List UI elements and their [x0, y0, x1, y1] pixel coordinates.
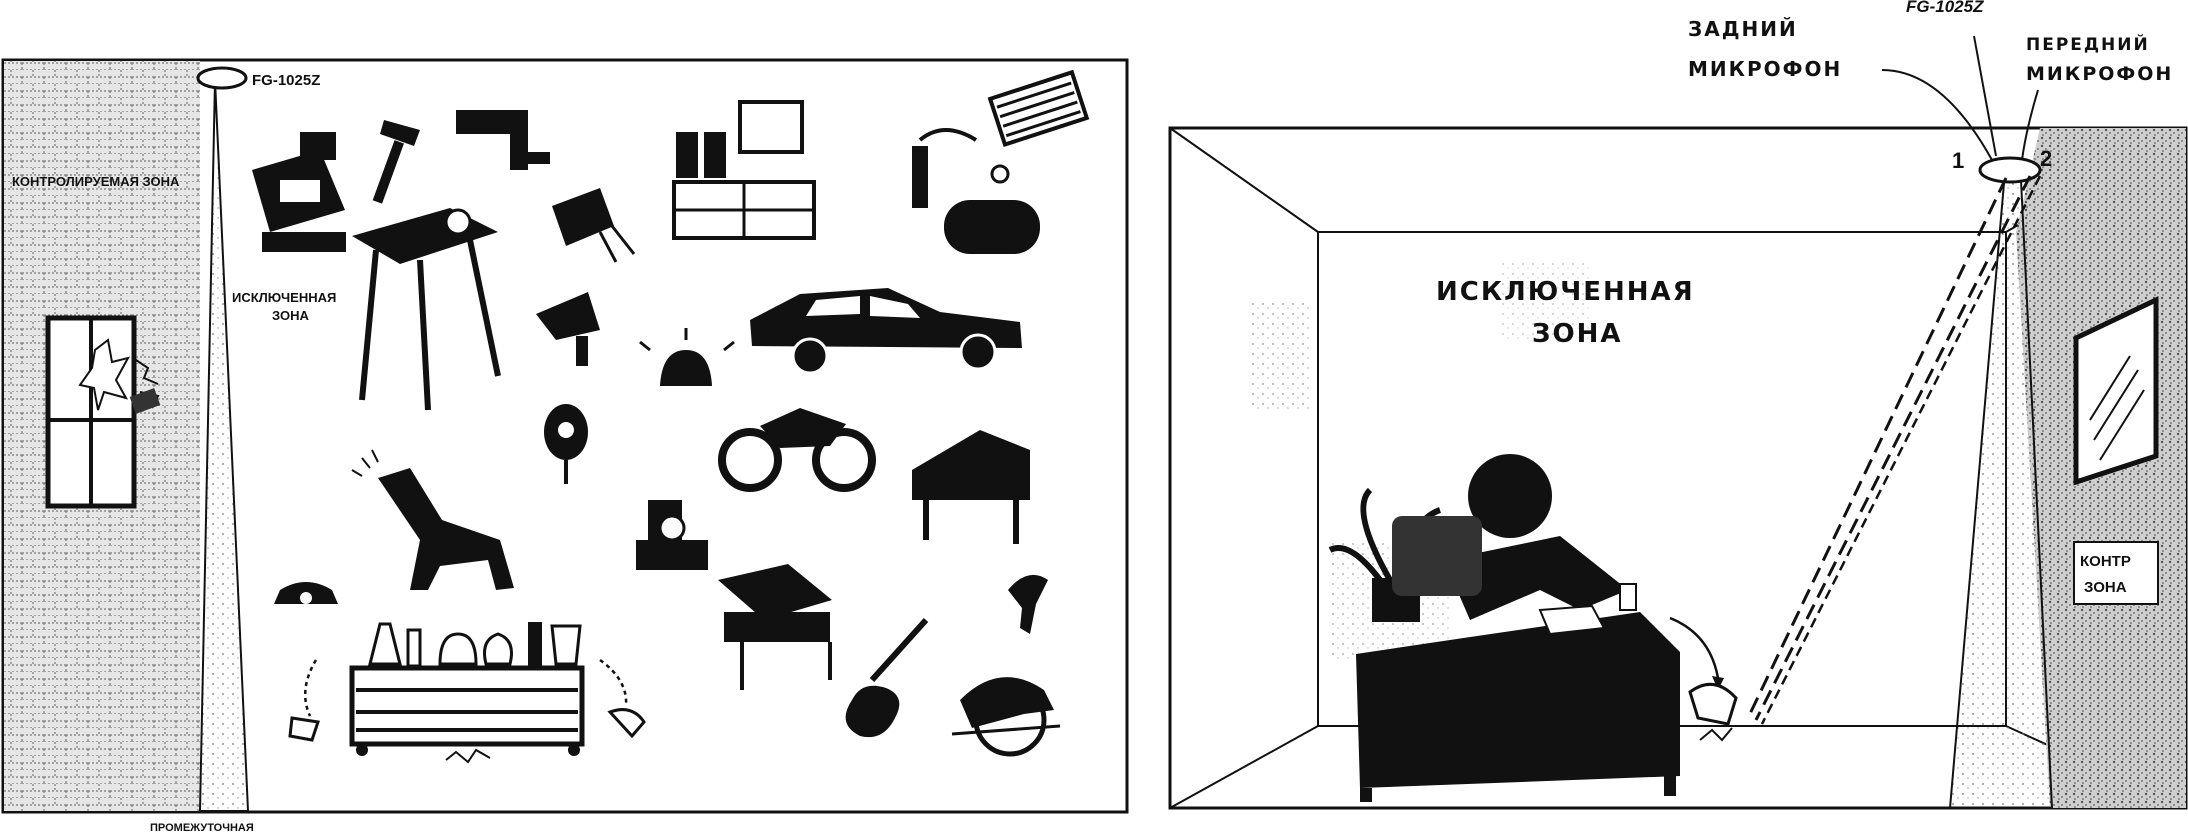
left-transition-cone — [198, 79, 250, 812]
left-excluded-zone-label-1: ИСКЛЮЧЕННАЯ — [232, 290, 336, 305]
air-compressor-icon — [912, 128, 1040, 254]
sensing-beam-front-1 — [1754, 175, 2032, 721]
left-panel: FG-1025Z КОНТРОЛИРУЕМАЯ ЗОНА ИСКЛЮЧЕННАЯ… — [1, 58, 1129, 834]
person-head-icon — [1468, 454, 1552, 538]
coffee-machine-icon — [636, 500, 708, 570]
right-controlled-zone-sign — [2073, 541, 2159, 605]
car-icon — [750, 288, 1022, 375]
side-window-icon — [2073, 296, 2159, 486]
left-controlled-zone-label: КОНТРОЛИРУЕМАЯ ЗОНА — [12, 174, 180, 189]
right-controlled-zone-label-2: ЗОНА — [2084, 579, 2127, 596]
left-sensor-label: FG-1025Z — [252, 72, 320, 89]
right-sensor-label: FG-1025Z — [1906, 0, 1984, 16]
sensing-beam-rear — [1746, 177, 2008, 719]
bird-icon — [1008, 574, 1048, 634]
person-at-desk-icon — [1356, 454, 1680, 802]
grand-piano-icon — [912, 430, 1030, 544]
wall-clock-icon — [544, 404, 588, 484]
electric-guitar-icon — [845, 617, 929, 738]
sensing-beam-front-2 — [1760, 175, 2042, 725]
right-excluded-zone-label-2: ЗОНА — [1532, 319, 1622, 349]
front-mic-label-2: МИКРОФОН — [2026, 63, 2173, 85]
rear-mic-label-1: ЗАДНИЙ — [1688, 17, 1798, 41]
hammer-icon — [372, 120, 420, 204]
front-mic-label-1: ПЕРЕДНИЙ — [2026, 33, 2150, 55]
mic-1-number: 1 — [1952, 148, 1964, 173]
right-controlled-zone-label-1: КОНТР — [2080, 553, 2131, 570]
drill-icon — [456, 110, 550, 170]
stereo-cabinet-icon — [672, 100, 816, 240]
falling-glass-icon — [1669, 616, 1738, 742]
table-saw-icon — [352, 208, 501, 411]
printer-icon — [718, 564, 832, 690]
hair-dryer-icon — [536, 292, 600, 366]
left-transition-zone-label: ПРОМЕЖУТОЧНАЯ — [150, 822, 254, 834]
vent-grille-icon — [987, 69, 1090, 148]
right-excluded-zone-label-1: ИСКЛЮЧЕННАЯ — [1436, 277, 1695, 307]
howling-wolf-icon — [351, 449, 514, 590]
mic-2-number: 2 — [2040, 146, 2052, 171]
cash-register-icon — [252, 132, 346, 252]
right-sensor-icon — [1978, 156, 2042, 184]
right-panel: FG-1025Z 1 2 ЗАДНИЙ МИКРОФОН ПЕРЕДНИЙ МИ… — [1168, 0, 2188, 810]
breaking-glassware-shelf-icon — [288, 622, 646, 764]
breaking-window-icon — [45, 315, 161, 509]
motorcycle-icon — [718, 408, 876, 492]
left-excluded-zone-label-2: ЗОНА — [272, 308, 309, 323]
hand-mixer-icon — [552, 188, 636, 263]
rear-mic-label-2: МИКРОФОН — [1688, 57, 1842, 81]
circular-saw-icon — [951, 677, 1061, 757]
alarm-bell-icon — [639, 328, 735, 386]
left-sensor-icon — [196, 66, 248, 90]
telephone-icon — [274, 582, 338, 604]
